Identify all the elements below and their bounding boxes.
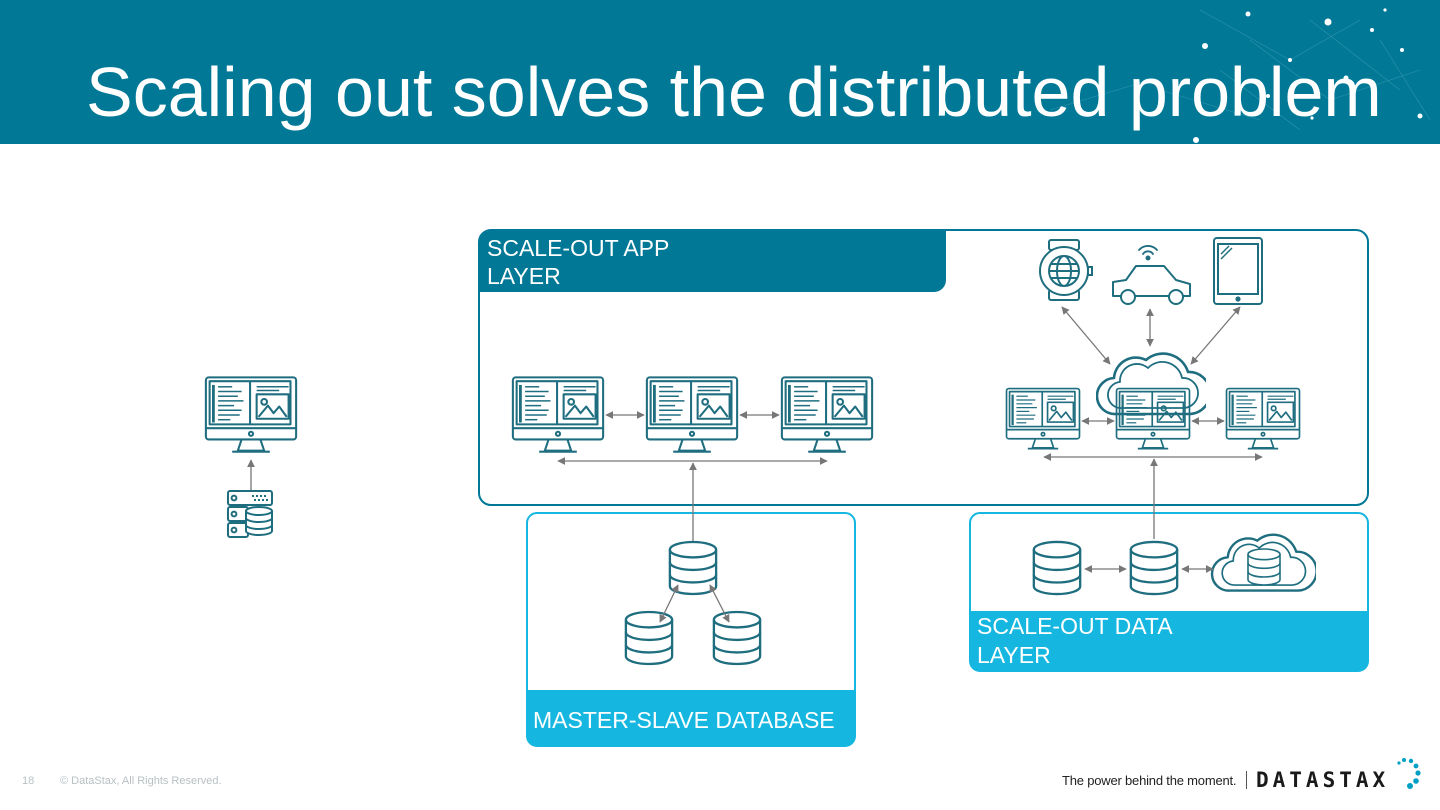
app-layer-label: LAYER bbox=[487, 263, 561, 289]
monitor-icon bbox=[1225, 387, 1301, 450]
logo-dots-icon bbox=[1397, 758, 1421, 789]
tagline-divider bbox=[1246, 771, 1247, 789]
master-slave-label-box bbox=[527, 690, 855, 746]
wifi-icon bbox=[1138, 245, 1158, 261]
smartwatch-icon bbox=[1039, 239, 1093, 301]
database-icon bbox=[624, 610, 674, 666]
data-layer-label: SCALE-OUT DATA bbox=[977, 613, 1173, 639]
brand-logo: DATASTAX bbox=[1256, 768, 1390, 792]
connection-arrow bbox=[1061, 306, 1111, 365]
database-icon bbox=[1032, 540, 1082, 596]
page-number: 18 bbox=[22, 775, 35, 787]
connection-arrow bbox=[659, 584, 679, 623]
database-icon bbox=[1129, 540, 1179, 596]
monitor-icon bbox=[204, 375, 298, 454]
master-slave-label: MASTER-SLAVE DATABASE bbox=[533, 707, 835, 733]
app-layer-label-box bbox=[479, 230, 946, 292]
connection-arrow bbox=[709, 584, 730, 623]
data-layer-label: LAYER bbox=[977, 642, 1051, 668]
database-icon bbox=[1247, 548, 1281, 586]
monitor-icon bbox=[1005, 387, 1081, 450]
server-icon bbox=[227, 490, 273, 538]
database-icon bbox=[712, 610, 762, 666]
network-pattern-decoration bbox=[1049, 8, 1431, 143]
slide-title: Scaling out solves the distributed probl… bbox=[86, 53, 1382, 131]
copyright-text: © DataStax, All Rights Reserved. bbox=[60, 775, 222, 787]
cloud-icon bbox=[1096, 352, 1206, 416]
title-banner: Scaling out solves the distributed probl… bbox=[0, 0, 1440, 144]
data-layer-label-box bbox=[970, 611, 1368, 671]
car-icon bbox=[1112, 265, 1191, 305]
connection-arrow bbox=[1190, 306, 1241, 365]
monitor-icon bbox=[780, 375, 874, 454]
app-layer-label: SCALE-OUT APP bbox=[487, 235, 669, 261]
tagline: The power behind the moment. bbox=[1062, 773, 1237, 788]
monitor-icon bbox=[645, 375, 739, 454]
tablet-icon bbox=[1213, 237, 1263, 305]
monitor-icon bbox=[511, 375, 605, 454]
